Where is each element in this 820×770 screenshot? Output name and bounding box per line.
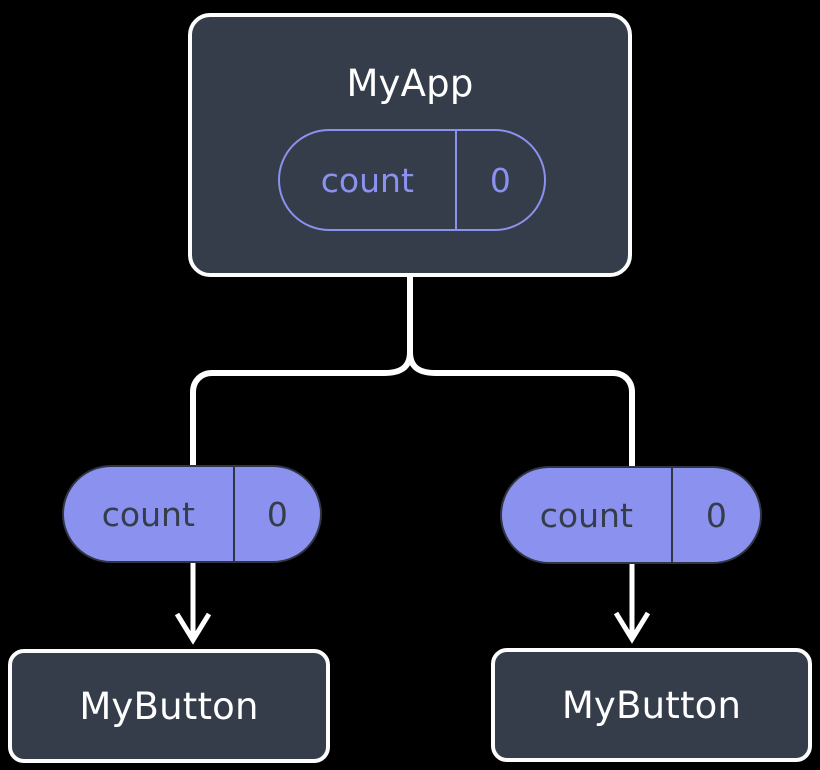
state-pill-key: count — [280, 131, 457, 229]
state-pill-child-right[interactable]: count 0 — [500, 466, 762, 564]
state-pill-key: count — [502, 468, 673, 562]
component-title-mybutton: MyButton — [561, 683, 742, 727]
arrow-left-pill-to-button — [174, 563, 212, 645]
arrow-right-pill-to-button — [613, 564, 651, 644]
state-pill-child-left[interactable]: count 0 — [62, 465, 322, 563]
fork-wire-right — [407, 351, 635, 466]
state-pill-key: count — [64, 467, 235, 561]
state-pill-value: 0 — [705, 495, 727, 535]
component-title-mybutton: MyButton — [79, 684, 259, 728]
state-pill-value: 0 — [266, 494, 288, 534]
component-box-mybutton-right[interactable]: MyButton — [491, 648, 812, 762]
fork-wire — [190, 351, 413, 465]
component-title-myapp: MyApp — [346, 62, 474, 105]
state-pill-value: 0 — [489, 160, 511, 200]
component-box-mybutton-left[interactable]: MyButton — [8, 649, 330, 763]
state-pill-myapp[interactable]: count 0 — [278, 129, 546, 231]
